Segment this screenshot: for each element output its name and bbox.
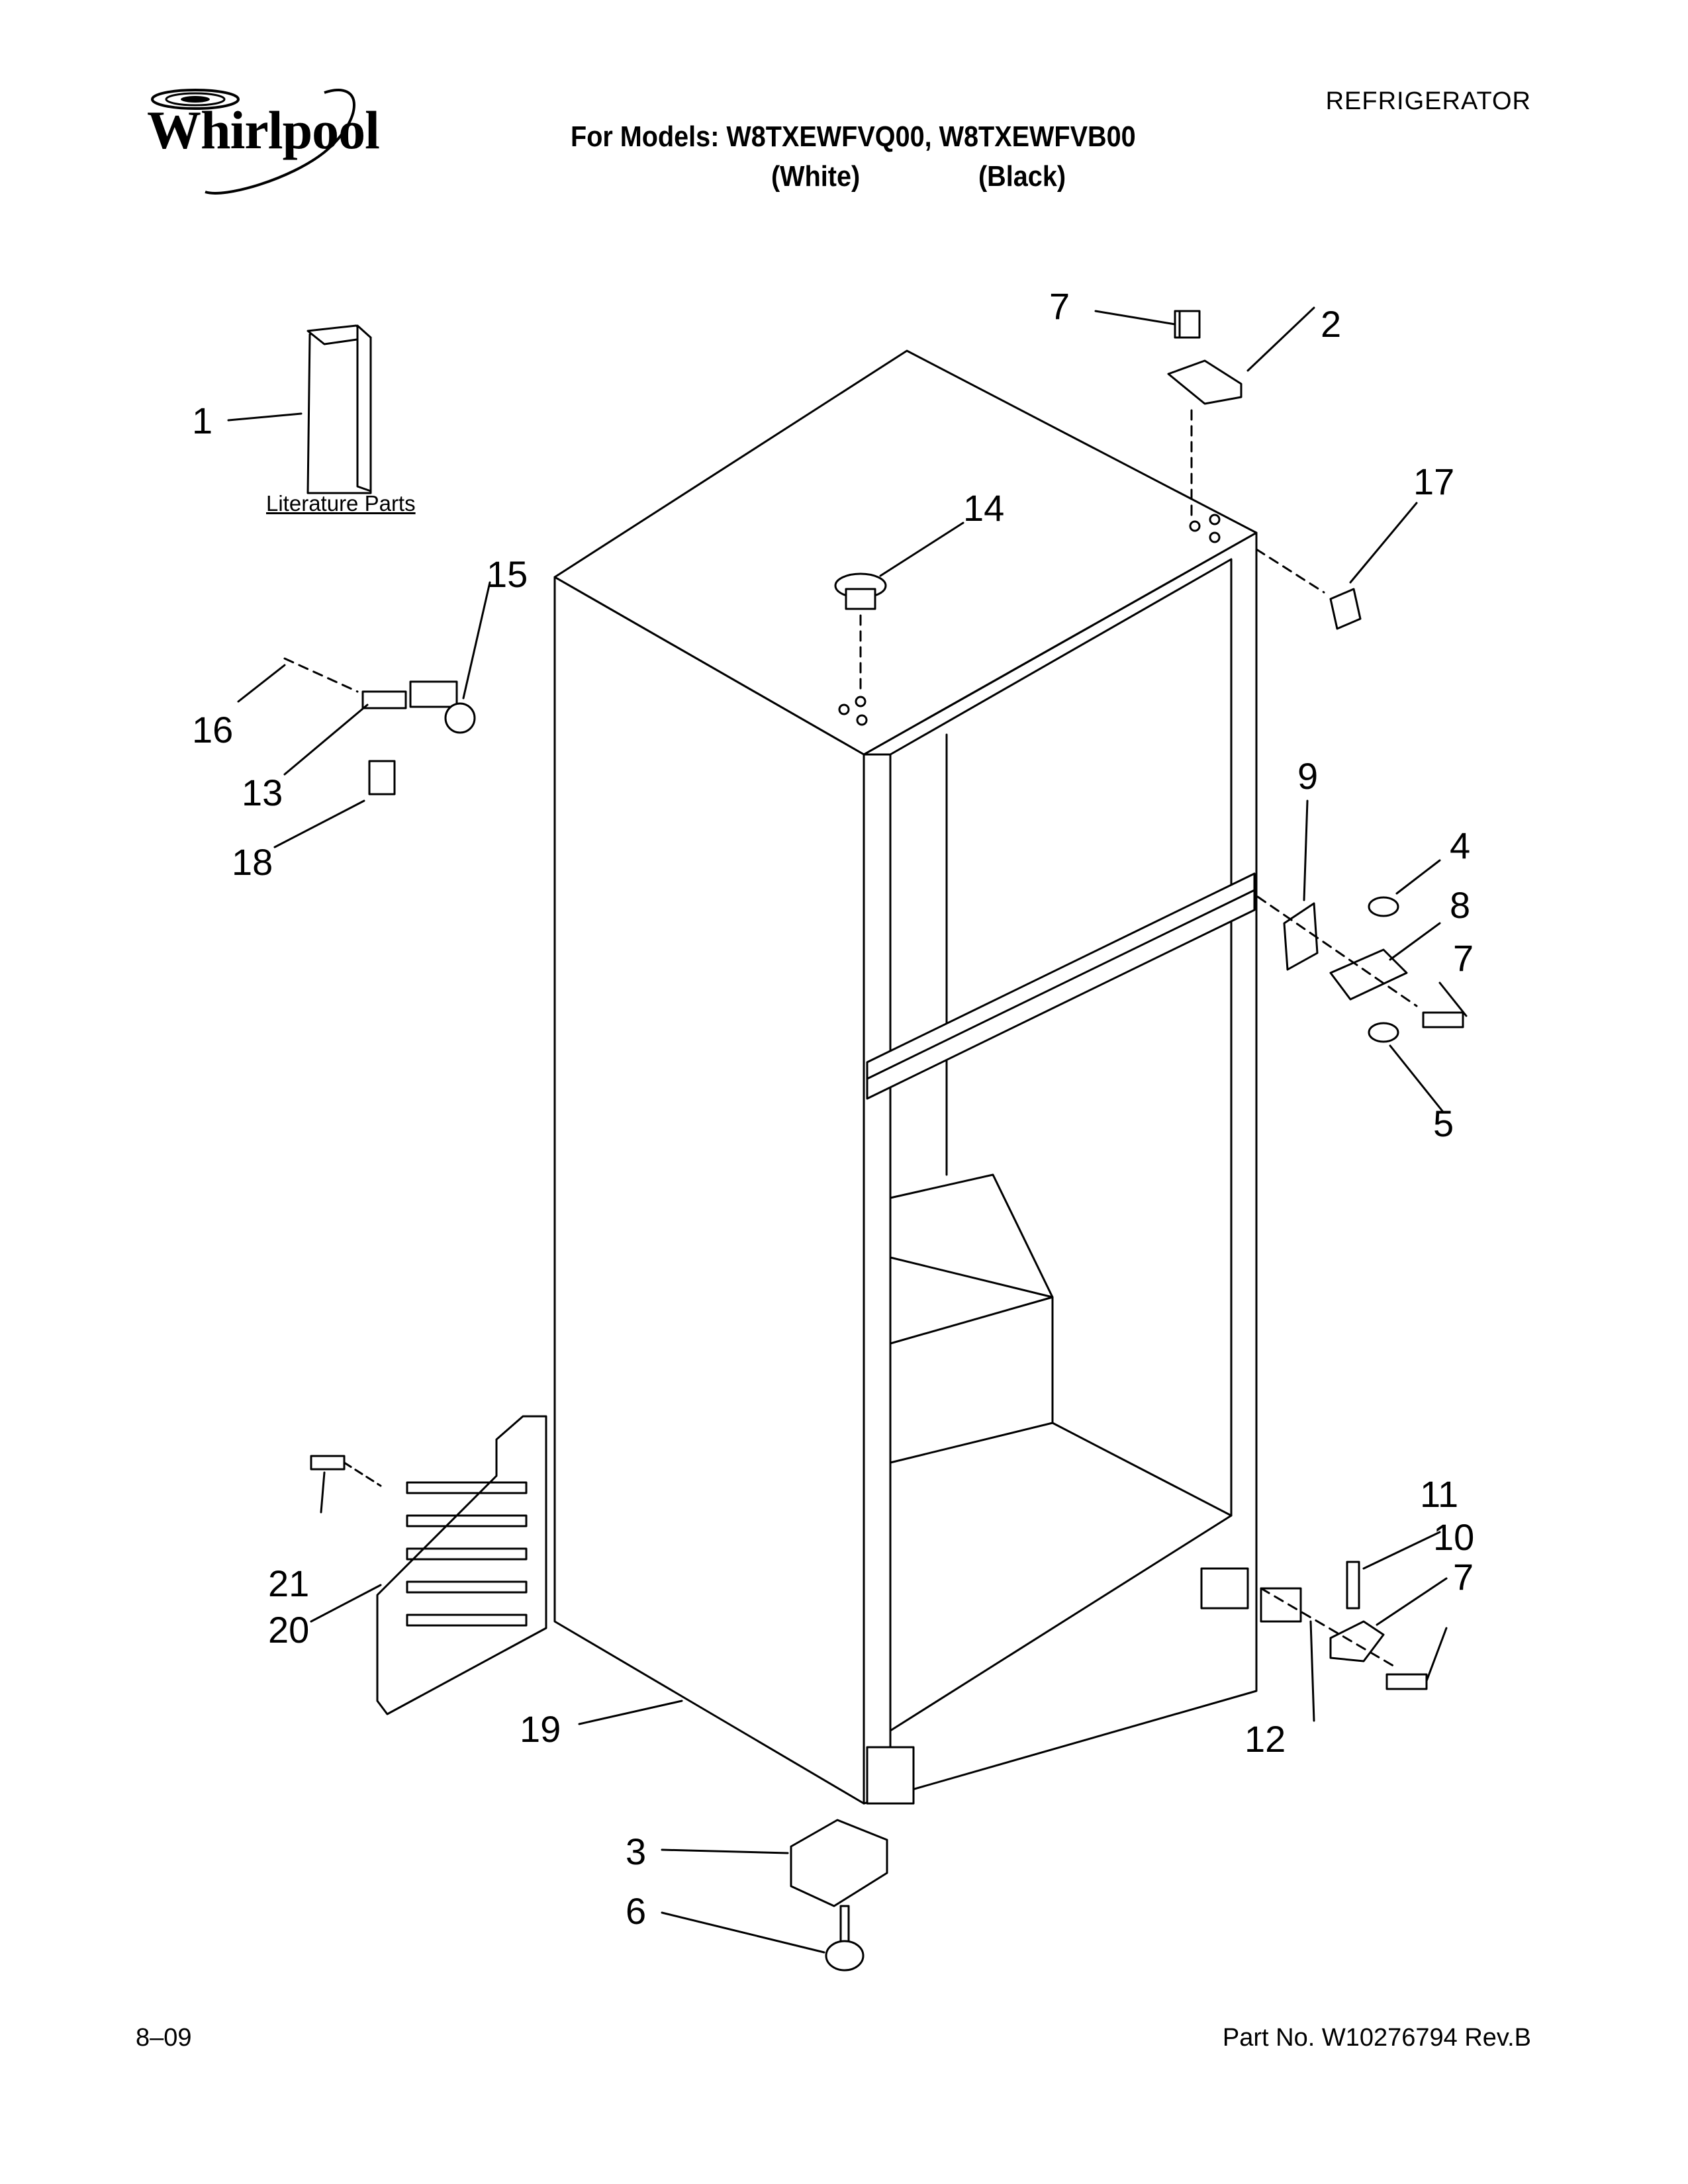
callout-12: 12 [1244,1718,1286,1760]
callout-19: 19 [520,1708,561,1750]
center-hinge-assembly [361,680,476,796]
callout-6: 6 [626,1890,647,1932]
color-white-label: (White) [771,160,861,193]
literature-parts-booklet [306,324,372,494]
callout-14: 14 [963,487,1005,529]
callout-4: 4 [1450,825,1471,866]
callout-5: 5 [1433,1103,1454,1144]
callout-20: 20 [268,1609,310,1651]
callout-7-middle: 7 [1453,937,1474,979]
models-line: For Models: W8TXEWFVQ00, W8TXEWFVB00 [571,120,1136,153]
callout-2: 2 [1321,303,1342,345]
middle-hinge-assembly [1283,896,1464,1043]
rear-access-panel [376,1415,547,1715]
callout-13: 13 [242,772,283,813]
leader-lines [227,306,1468,1954]
callout-3: 3 [626,1831,647,1872]
refrigerator-cabinet [553,349,1258,1805]
callout-1: 1 [192,400,213,441]
top-plug [834,572,887,610]
callout-18: 18 [232,841,273,883]
bottom-hinge-assembly [1260,1561,1428,1690]
callout-17: 17 [1413,461,1455,502]
leveling-leg [825,1905,865,1972]
hinge-cover-cap [1329,588,1362,630]
callout-21: 21 [268,1563,310,1604]
callout-10: 10 [1433,1516,1475,1558]
footer-part-number: Part No. W10276794 Rev.B [1222,2024,1531,2052]
callout-9: 9 [1297,755,1319,797]
callout-8: 8 [1450,884,1471,926]
literature-parts-label: Literature Parts [266,491,416,516]
rear-panel-screw [310,1455,346,1471]
logo-swirl-icon [151,89,355,195]
category-label: REFRIGERATOR [1325,87,1531,115]
brand-wordmark: Whirlpool [147,100,380,160]
callout-7-bottom: 7 [1453,1556,1474,1598]
front-roller-assembly [790,1819,888,1907]
footer-date: 8–09 [136,2024,192,2052]
callout-16: 16 [192,709,234,751]
callout-11: 11 [1420,1473,1459,1515]
callout-15: 15 [487,553,528,595]
color-black-label: (Black) [978,160,1066,193]
top-screw [1178,310,1201,339]
callout-7-top: 7 [1049,285,1070,327]
